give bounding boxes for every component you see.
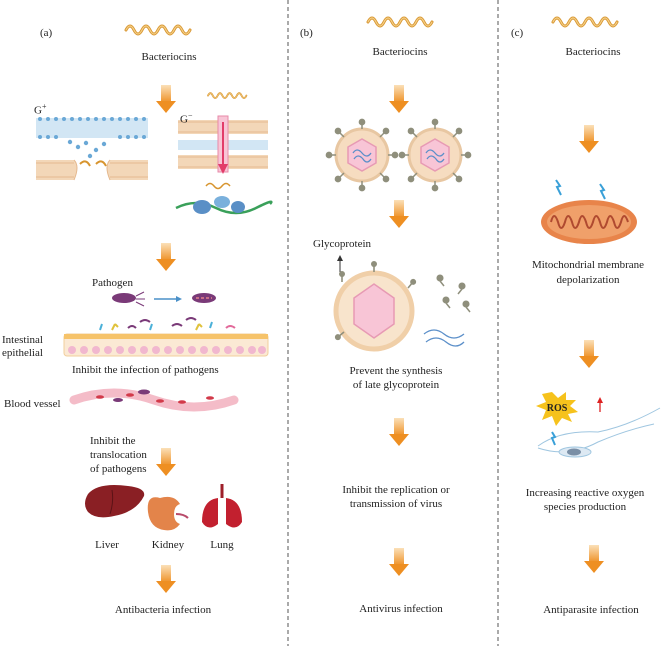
- blood-vessel-label: Blood vessel: [4, 398, 61, 410]
- antiparasite-result: Antiparasite infection: [543, 604, 639, 616]
- prevent-synthesis-line1: Prevent the synthesis: [349, 365, 443, 377]
- viral-rna: [423, 329, 465, 347]
- pathogen-label: Pathogen: [92, 277, 133, 289]
- antivirus-result: Antivirus infection: [359, 603, 443, 615]
- inhibit-infection-label: Inhibit the infection of pathogens: [72, 364, 219, 376]
- panel-c-graphics: [536, 16, 661, 573]
- blood-vessel: [69, 388, 239, 412]
- panel-b-bacteriocins-label: Bacteriocins: [372, 46, 428, 58]
- liver-icon: [85, 485, 145, 518]
- panel-a-graphics: [36, 24, 273, 593]
- gram-positive-membrane: [36, 117, 148, 181]
- inhibit-replication-line2: transmission of virus: [349, 498, 443, 510]
- inhibit-translocation-line1: Inhibit the: [90, 435, 136, 447]
- ros-burst-icon: [536, 392, 603, 426]
- kidney-icon: [147, 496, 189, 531]
- gram-negative-membrane: [175, 92, 273, 215]
- antibacteria-result: Antibacteria infection: [114, 604, 212, 616]
- prevent-synthesis-line2: of late glycoprotein: [352, 379, 440, 391]
- inhibit-translocation-line3: of pathogens: [90, 463, 147, 475]
- panel-b-tag: (b): [300, 27, 313, 39]
- panel-c-tag: (c): [511, 27, 524, 39]
- intestinal-epithelium: [63, 317, 269, 357]
- liver-label: Liver: [95, 539, 119, 551]
- inhibit-replication-line1: Inhibit the replication or: [342, 484, 450, 496]
- gram-positive-label: G+: [34, 102, 47, 117]
- parasite-icon: [537, 407, 661, 458]
- pathogen-icon: [112, 291, 216, 307]
- mitochondrion-icon: [541, 179, 637, 244]
- mito-depolarization-line2: depolarization: [556, 274, 620, 286]
- lung-label: Lung: [210, 539, 234, 551]
- intestinal-label: Intestinal: [2, 334, 43, 346]
- ros-label: ROS: [546, 403, 568, 414]
- panel-b-graphics: [324, 16, 473, 576]
- gram-negative-label: G−: [180, 111, 193, 126]
- mito-depolarization-line1: Mitochondrial membrane: [531, 259, 645, 271]
- virus-with-glycoprotein: [332, 255, 419, 352]
- panel-a-bacteriocins-label: Bacteriocins: [141, 51, 197, 63]
- ros-production-line1: Increasing reactive oxygen: [525, 487, 645, 499]
- lung-icon: [202, 484, 242, 528]
- panel-c-bacteriocins-label: Bacteriocins: [565, 46, 621, 58]
- kidney-label: Kidney: [151, 539, 185, 551]
- panel-a-tag: (a): [40, 27, 53, 39]
- free-glycoproteins: [436, 274, 471, 313]
- glycoprotein-label: Glycoprotein: [313, 238, 372, 250]
- epithelial-label: epithelial: [2, 347, 43, 359]
- inhibit-translocation-line2: translocation: [90, 449, 147, 461]
- ros-production-line2: species production: [543, 501, 627, 513]
